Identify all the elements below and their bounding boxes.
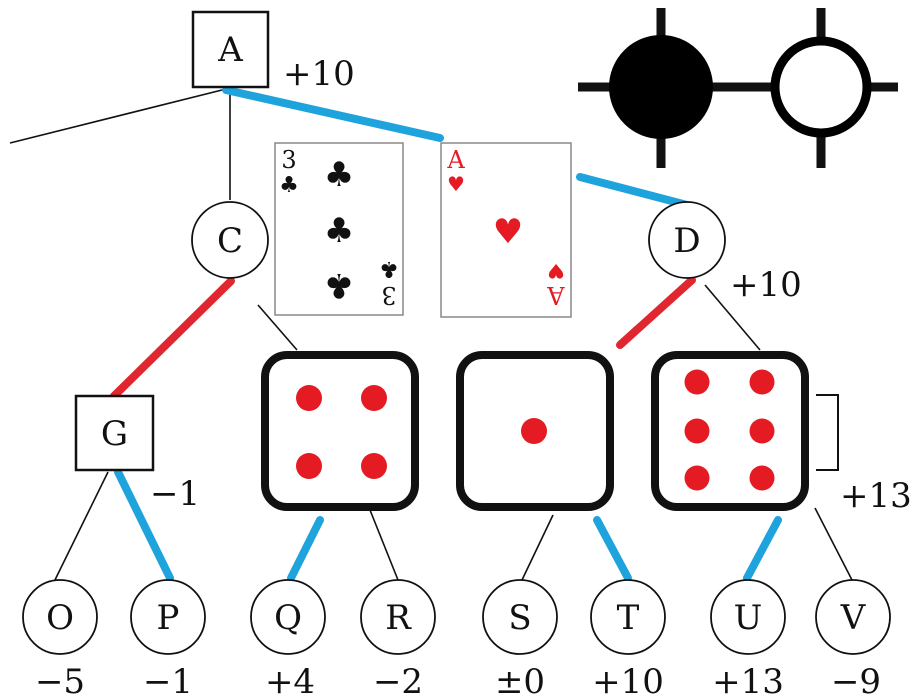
card-three-corner-suit: ♣	[279, 173, 299, 198]
club-pip-bottom: ♣	[324, 265, 354, 305]
card-ace-rank-inverted: A	[547, 281, 566, 309]
blue-edge-dice1-t	[593, 516, 632, 582]
die-four-pip	[361, 385, 387, 411]
value-o: −5	[35, 662, 85, 700]
value-t: +10	[592, 662, 664, 700]
value-labels: +10 +10 −1 +13 −5 −1 +4 −2 ±0 +10 +13 −9	[35, 54, 912, 700]
value-a: +10	[283, 54, 355, 94]
card-three-corner-suit-inverted: ♣	[379, 256, 399, 281]
die-six-pip	[684, 369, 710, 395]
value-d: +10	[730, 265, 802, 305]
node-v-label: V	[840, 598, 867, 638]
value-s: ±0	[495, 662, 545, 700]
die-four-pip	[296, 453, 322, 479]
edge-dice1-s	[521, 514, 554, 581]
node-p: P	[130, 579, 206, 655]
node-s-label: S	[508, 598, 531, 638]
node-r: R	[360, 579, 436, 655]
node-u-label: U	[734, 598, 763, 638]
node-p-label: P	[157, 598, 180, 638]
red-edge-c-g	[110, 277, 235, 400]
blue-edges	[114, 86, 782, 582]
die-four	[261, 351, 419, 511]
node-c: C	[191, 201, 269, 279]
node-u: U	[710, 579, 786, 655]
node-v: V	[815, 579, 891, 655]
thin-edges	[9, 89, 853, 587]
node-o-label: O	[46, 598, 74, 638]
die-six-pip	[684, 418, 710, 444]
heart-pip-center: ♥	[493, 212, 523, 252]
edge-c-dice4	[257, 304, 298, 351]
node-o: O	[22, 579, 98, 655]
die-six	[651, 351, 809, 511]
card-ace-corner-suit-inverted: ♥	[547, 259, 565, 283]
node-d: D	[648, 201, 726, 279]
edge-dice4-r	[369, 509, 399, 581]
die-six-pip	[684, 465, 710, 491]
blue-edge-a-ace	[222, 86, 444, 142]
node-g-label: G	[101, 414, 128, 454]
node-s: S	[482, 579, 558, 655]
blue-edge-dice6-u	[743, 516, 782, 582]
value-r: −2	[373, 662, 423, 700]
die-one	[456, 351, 614, 511]
die-six-bracket	[816, 394, 839, 471]
node-q-label: Q	[274, 598, 302, 638]
edge-a-offscreen	[9, 89, 223, 144]
club-pip-top: ♣	[324, 155, 354, 195]
black-stone	[609, 35, 713, 139]
value-die-six: +13	[840, 476, 912, 516]
leaf-nodes: O P Q R S T U V	[22, 579, 891, 655]
node-a: A	[191, 10, 270, 89]
node-r-label: R	[385, 598, 412, 638]
node-t-label: T	[617, 598, 640, 638]
value-q: +4	[265, 662, 315, 700]
card-three-rank: 3	[281, 146, 296, 174]
value-u: +13	[712, 662, 784, 700]
blue-edge-g-p	[114, 468, 174, 582]
value-p: −1	[143, 662, 193, 700]
go-stones-icon	[578, 8, 898, 168]
die-six-pip	[749, 465, 775, 491]
node-c-label: C	[217, 221, 243, 261]
node-a-label: A	[217, 30, 243, 70]
die-four-pip	[296, 385, 322, 411]
edge-dice6-v	[814, 507, 853, 581]
edge-g-o	[51, 471, 109, 587]
card-ace-corner-suit: ♥	[447, 172, 465, 196]
red-edge-d-dice1	[616, 276, 696, 349]
die-one-pip	[521, 418, 547, 444]
edge-d-dice6	[704, 284, 761, 351]
card-three-of-clubs: 3 ♣ ♣ ♣ ♣ 3 ♣	[274, 142, 404, 316]
node-q: Q	[250, 579, 326, 655]
card-ace-of-hearts: A ♥ ♥ A ♥	[440, 142, 572, 318]
node-d-label: D	[673, 221, 700, 261]
value-g: −1	[150, 474, 200, 514]
white-stone	[770, 36, 872, 138]
die-six-pip	[749, 369, 775, 395]
node-g: G	[74, 394, 155, 472]
blue-edge-ace-d	[576, 173, 691, 209]
value-v: −9	[831, 662, 881, 700]
node-t: T	[590, 579, 666, 655]
club-pip-middle: ♣	[324, 211, 354, 251]
red-edges	[110, 276, 696, 400]
die-four-pip	[361, 453, 387, 479]
die-six-pip	[749, 418, 775, 444]
card-three-rank-inverted: 3	[381, 281, 396, 309]
blue-edge-dice4-q	[287, 516, 324, 582]
card-ace-rank: A	[446, 146, 465, 174]
